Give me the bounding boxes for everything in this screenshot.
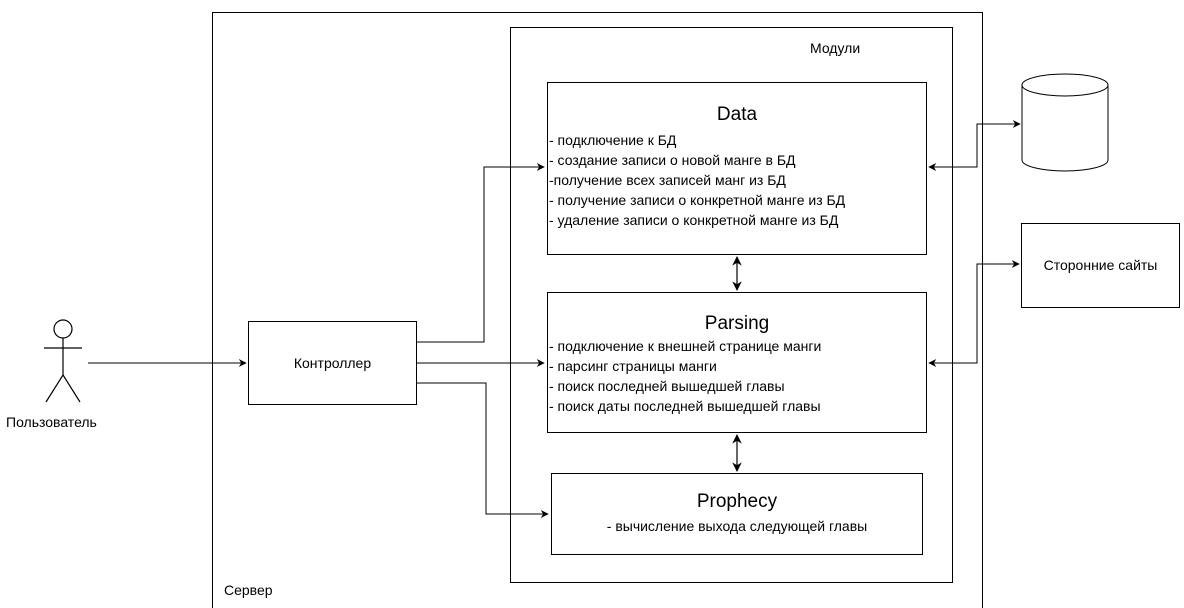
parsing-module-line: - подключение к внешней странице манги [549, 338, 822, 354]
external-sites-box [1021, 223, 1180, 308]
prophecy-module-lines: - вычисление выхода следующей главы [551, 516, 923, 536]
prophecy-module-box [551, 473, 923, 555]
external-sites-label: Сторонние сайты [1043, 257, 1158, 273]
data-module-line: - создание записи о новой манге в БД [549, 152, 796, 168]
arrow-data-db [928, 120, 1021, 171]
arrow-controller-data [417, 163, 545, 343]
arrow-controller-prophecy [417, 382, 549, 518]
modules-label: Модули [810, 40, 861, 56]
arrow-parsing-external [928, 260, 1020, 367]
data-module-line: - получение записи о конкретной манге из… [549, 192, 846, 208]
parsing-module-box [547, 292, 927, 433]
parsing-module-title: Parsing [704, 313, 770, 334]
db-cylinder-icon [1021, 73, 1109, 172]
parsing-module-line: - поиск даты последней вышедшей главы [549, 398, 821, 414]
prophecy-module-title: Prophecy [696, 491, 778, 512]
user-label: Пользователь [6, 414, 97, 430]
parsing-module-line: - парсинг страницы манги [549, 358, 717, 374]
parsing-module-line: - поиск последней вышедшей главы [549, 378, 785, 394]
controller-label: Контроллер [293, 355, 372, 371]
data-module-box [547, 82, 927, 255]
data-module-line: -получение всех записей манг из БД [549, 172, 786, 188]
user-actor-icon [44, 319, 82, 403]
data-module-title: Data [716, 104, 758, 125]
data-module-line: - удаление записи о конкретной манге из … [549, 212, 839, 228]
data-module-lines: - подключение к БД - создание записи о н… [549, 130, 845, 230]
server-label: Сервер [224, 582, 273, 598]
prophecy-module-line: - вычисление выхода следующей главы [606, 518, 868, 534]
data-module-line: - подключение к БД [549, 132, 677, 148]
parsing-module-lines: - подключение к внешней странице манги -… [549, 336, 821, 416]
controller-box [248, 321, 417, 405]
